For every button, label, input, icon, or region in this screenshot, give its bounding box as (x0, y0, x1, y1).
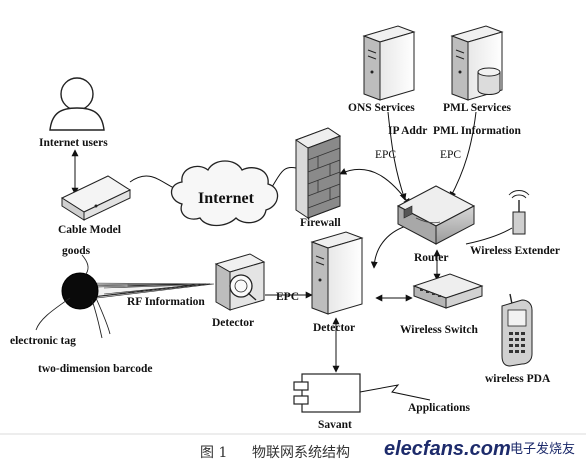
link-firewall-router (339, 168, 411, 206)
link-ons-router (387, 111, 407, 201)
label-epc-left: EPC (375, 149, 396, 161)
pda-icon (501, 293, 533, 367)
label-goods: goods (62, 245, 91, 257)
link-cable-internet (129, 175, 179, 191)
label-two-dimension-barcode: two-dimension barcode (38, 363, 152, 375)
link-router-detector (370, 224, 411, 269)
pointer-lines (35, 254, 111, 339)
router-icon (396, 185, 476, 245)
watermark-chinese: 电子发烧友 (510, 441, 575, 457)
electronic-tag-icon (61, 272, 99, 310)
label-router: Router (414, 252, 449, 264)
figure-number: 图 1 (200, 445, 227, 461)
figure-title: 物联网系统结构 (252, 445, 350, 461)
label-wireless-switch: Wireless Switch (400, 324, 478, 336)
database-icon (477, 67, 501, 95)
savant-component-icon (293, 373, 361, 413)
label-pml-services: PML Services (443, 102, 512, 114)
rf-beam (79, 282, 215, 301)
watermark-brand: elecfans.com (384, 438, 511, 460)
link-router-extender (465, 227, 513, 245)
user-icon (49, 77, 105, 131)
watermark-logo: elecfans.com 电子发烧友 (384, 438, 575, 460)
label-detector-reader: Detector (212, 317, 254, 329)
label-electronic-tag: electronic tag (10, 335, 76, 347)
label-cable-model: Cable Model (58, 224, 121, 236)
label-rf-information: RF Information (127, 296, 205, 308)
label-ip-addr: IP Addr (388, 125, 427, 137)
label-applications: Applications (408, 402, 471, 414)
internet-cloud-icon (170, 160, 279, 227)
ons-server-icon (362, 25, 416, 101)
link-pml-router (449, 111, 477, 199)
label-savant: Savant (318, 419, 352, 431)
label-wireless-extender: Wireless Extender (470, 245, 560, 257)
detector-server-icon (310, 231, 364, 315)
wireless-extender-icon (508, 190, 530, 235)
cable-modem-icon (60, 175, 132, 221)
label-detector-server: Detector (313, 322, 355, 334)
label-epc-right: EPC (440, 149, 461, 161)
label-internet: Internet (198, 190, 255, 207)
wireless-switch-icon (412, 273, 484, 309)
link-savant-applications (359, 384, 431, 401)
reader-icon (214, 253, 266, 311)
label-wireless-pda: wireless PDA (485, 373, 551, 385)
label-pml-information: PML Information (433, 125, 521, 137)
firewall-icon (294, 127, 342, 219)
label-epc-link: EPC (276, 291, 299, 303)
label-ons-services: ONS Services (348, 102, 415, 114)
label-internet-users: Internet users (39, 137, 108, 149)
label-firewall: Firewall (300, 217, 341, 229)
